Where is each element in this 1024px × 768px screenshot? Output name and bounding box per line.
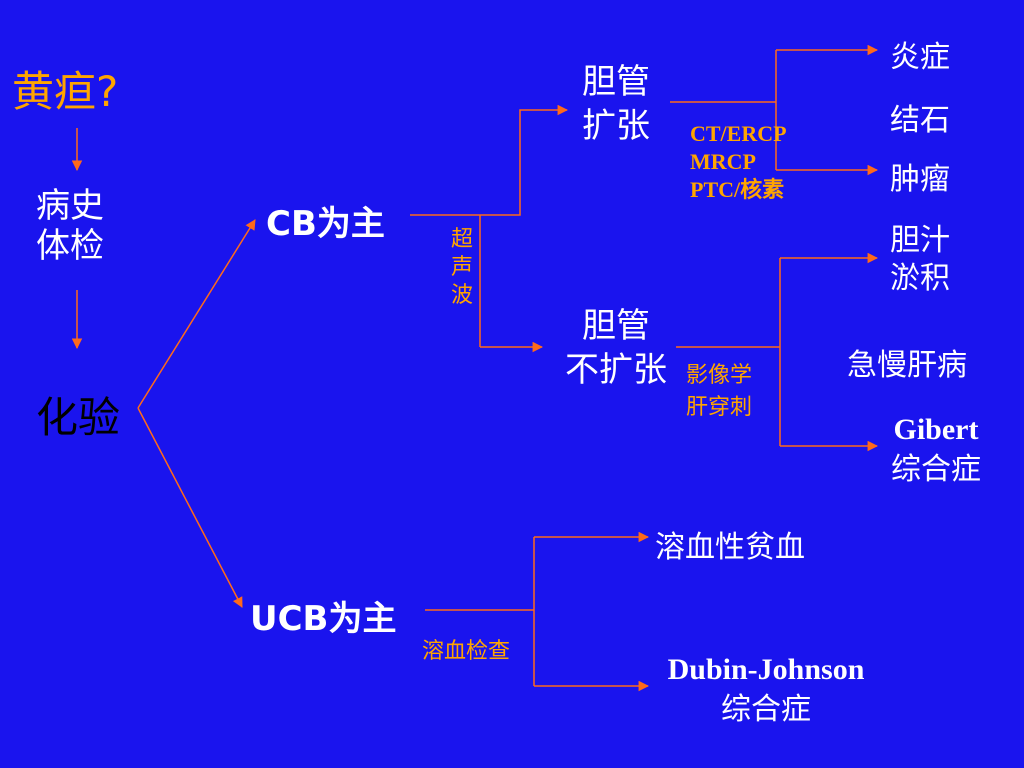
gilbert-node: Gibert 综合症 [882, 410, 990, 490]
dubin-johnson-node: Dubin-Johnson 综合症 [648, 650, 884, 730]
gilbert-line-2: 综合症 [891, 452, 981, 487]
imaging-biopsy-line-1: 影像学 [686, 363, 753, 388]
arrow-to-dilated [480, 104, 569, 216]
cholestasis-line-1: 胆汁 [890, 223, 950, 258]
gallstone-node: 结石 [890, 103, 950, 138]
ucb-main-node: UCB为主 [250, 599, 397, 639]
diagram-title: 黄疸? [12, 67, 119, 116]
cholestasis-line-2: 淤积 [890, 261, 950, 296]
bile-duct-not-dilated-line-1: 胆管 [582, 306, 650, 346]
lab-tests-node: 化验 [36, 393, 121, 442]
ultrasound-char-3: 波 [451, 283, 474, 308]
history-exam-line-2: 体检 [36, 226, 104, 266]
hemolysis-exam-label: 溶血检查 [422, 639, 511, 664]
liver-disease-node: 急慢肝病 [847, 348, 967, 383]
dubin-johnson-line-2: 综合症 [721, 692, 811, 727]
imaging-method-1: CT/ERCP [690, 121, 787, 146]
bile-duct-dilated-line-2: 扩张 [582, 106, 650, 146]
imaging-methods-label: CT/ERCP MRCP PTC/核素 [690, 120, 787, 204]
imaging-biopsy-label: 影像学 肝穿刺 [686, 360, 752, 424]
bile-duct-dilated-node: 胆管 扩张 [582, 60, 650, 148]
imaging-biopsy-line-2: 肝穿刺 [686, 395, 753, 420]
gilbert-line-1: Gibert [893, 413, 979, 446]
cholestasis-node: 胆汁 淤积 [890, 222, 950, 298]
history-exam-line-1: 病史 [36, 186, 104, 226]
arrow-lab-to-ucb [137, 407, 243, 608]
bile-duct-not-dilated-line-2: 不扩张 [565, 350, 667, 390]
imaging-method-3: PTC/核素 [690, 177, 785, 202]
cb-main-node: CB为主 [266, 204, 385, 244]
ultrasound-char-2: 声 [451, 255, 474, 280]
hemolytic-anemia-node: 溶血性贫血 [655, 530, 805, 565]
bile-duct-not-dilated-node: 胆管 不扩张 [557, 304, 675, 392]
inflammation-node: 炎症 [890, 40, 950, 75]
imaging-method-2: MRCP [690, 149, 756, 174]
ultrasound-label: 超 声 波 [451, 226, 473, 310]
bile-duct-dilated-line-1: 胆管 [582, 62, 650, 102]
ultrasound-char-1: 超 [451, 227, 474, 252]
dubin-johnson-line-1: Dubin-Johnson [667, 653, 865, 686]
history-exam-node: 病史 体检 [36, 186, 104, 266]
tumor-node: 肿瘤 [890, 162, 950, 197]
arrow-lab-to-cb [137, 219, 256, 409]
